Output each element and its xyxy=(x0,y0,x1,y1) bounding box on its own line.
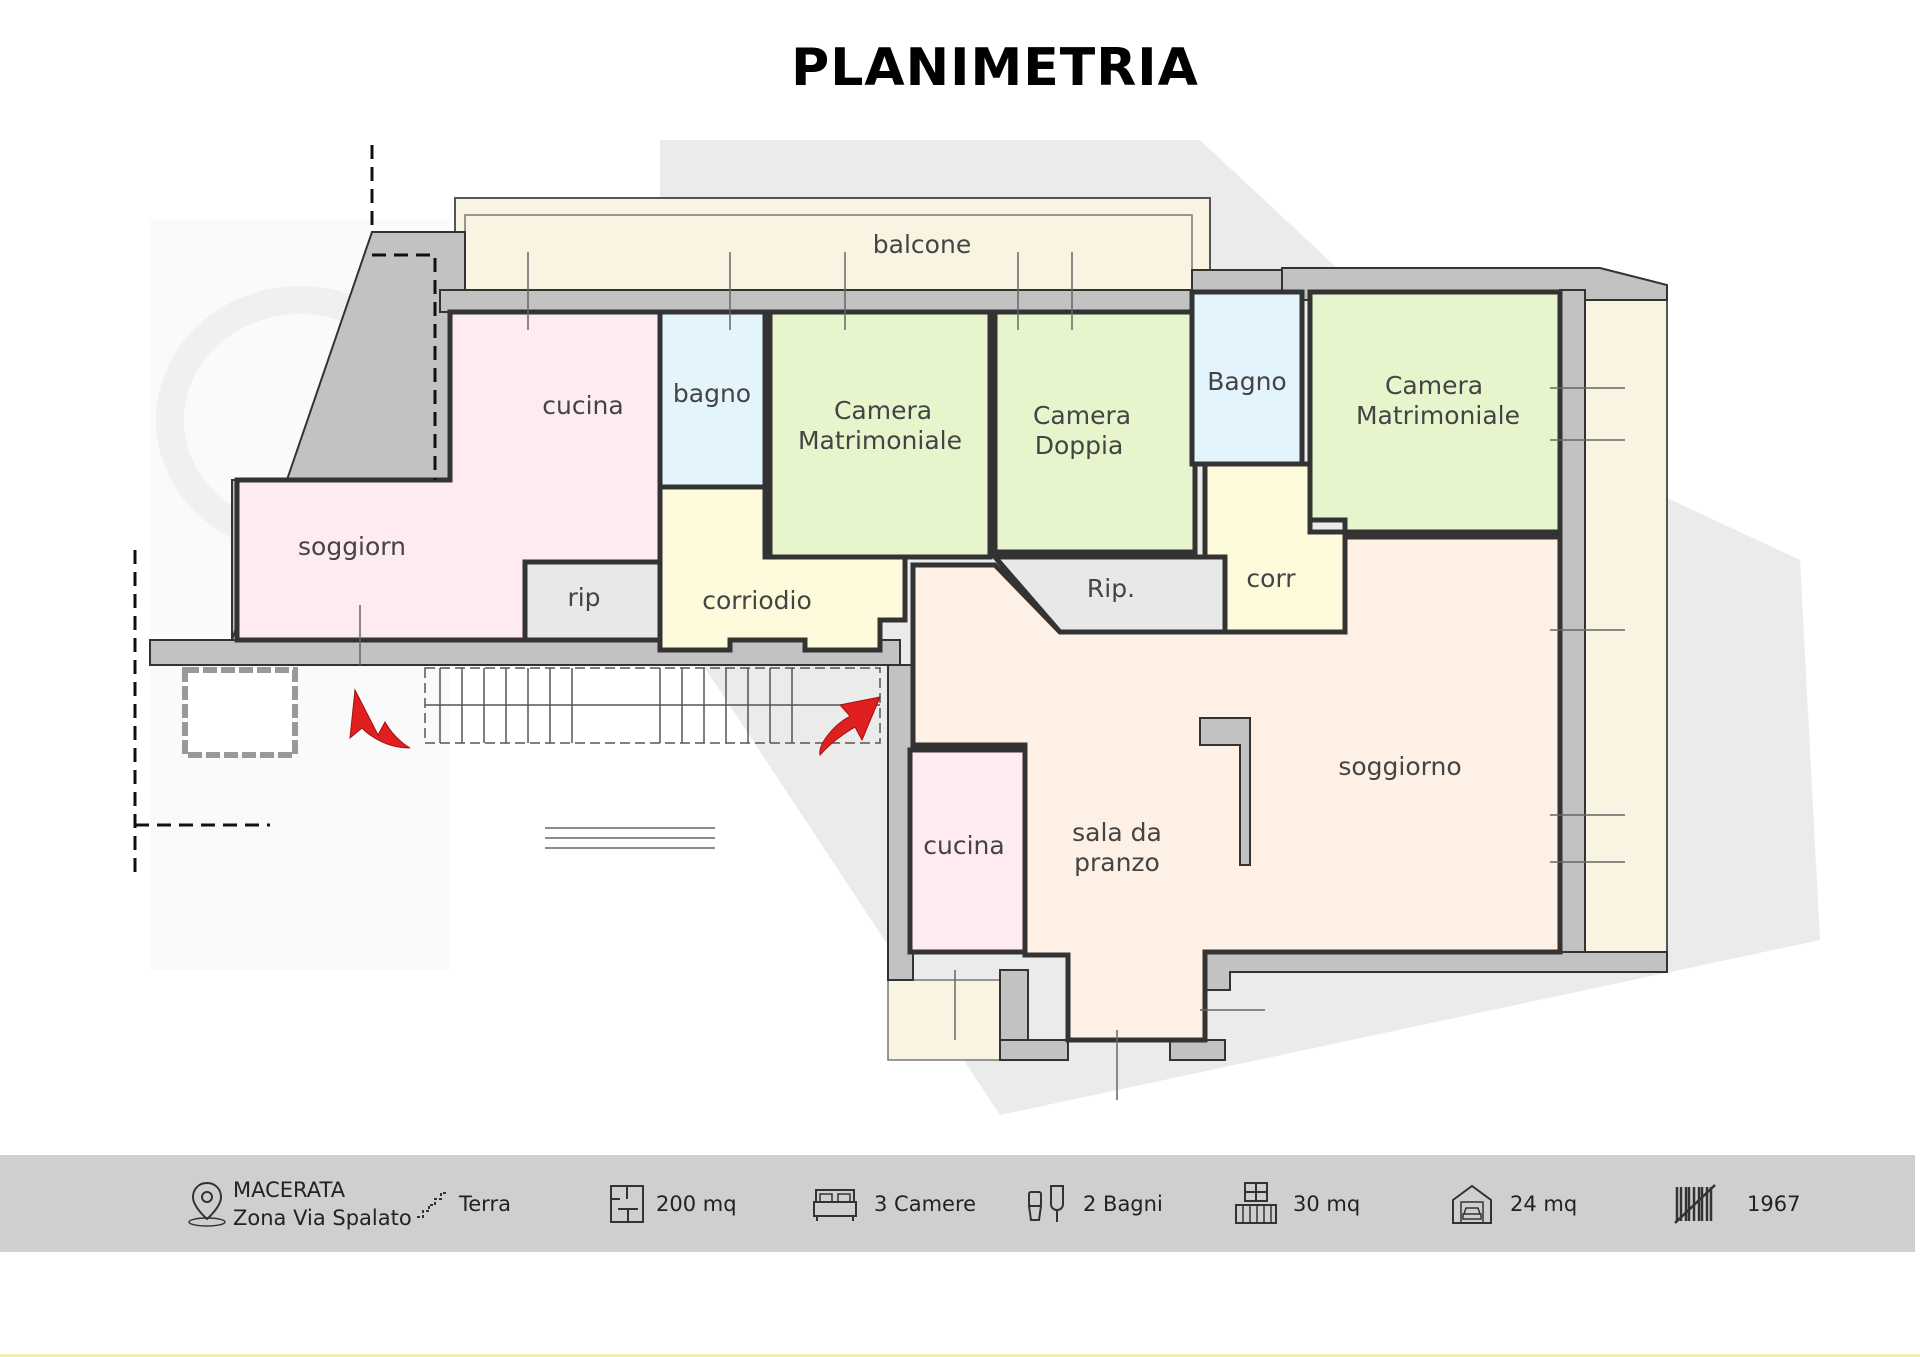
label-cucina-bottom: cucina xyxy=(923,831,1004,860)
label-soggiorn: soggiorn xyxy=(298,532,406,561)
label-camera-matrimoniale-1-line2: Matrimoniale xyxy=(798,426,962,455)
location-city: MACERATA xyxy=(233,1177,346,1202)
label-cucina-top: cucina xyxy=(542,391,623,420)
info-year: 1967 xyxy=(1673,1155,1800,1252)
location-pin-icon xyxy=(188,1181,226,1227)
info-bar: MACERATA Zona Via Spalato Terra 200 mq 3… xyxy=(0,1155,1915,1252)
room-rip xyxy=(522,559,663,643)
floor-value: Terra xyxy=(459,1191,511,1216)
label-soggiorno: soggiorno xyxy=(1338,752,1461,781)
entrance-arrow-left xyxy=(349,688,411,749)
room-camera-doppia xyxy=(992,309,1198,555)
balcone-area xyxy=(454,197,1211,294)
page-title: PLANIMETRIA xyxy=(791,38,1199,98)
label-rip-2: Rip. xyxy=(1087,574,1135,603)
label-rip: rip xyxy=(567,583,600,612)
balcony-value: 30 mq xyxy=(1293,1191,1361,1216)
year-built-icon xyxy=(1674,1183,1716,1224)
room-corridoio xyxy=(657,484,908,653)
bottom-border xyxy=(0,1354,1920,1357)
stairs-icon xyxy=(417,1191,447,1218)
garage-value: 24 mq xyxy=(1510,1191,1578,1216)
year-value: 1967 xyxy=(1747,1191,1801,1216)
label-sala-da-pranzo-line1: sala da xyxy=(1072,818,1162,847)
info-floor: Terra xyxy=(415,1155,511,1252)
label-bagno-2: Bagno xyxy=(1207,367,1286,396)
label-camera-matrimoniale-2-line1: Camera xyxy=(1385,371,1483,400)
label-camera-doppia-line2: Doppia xyxy=(1035,431,1124,460)
label-bagno: bagno xyxy=(673,379,751,408)
room-camera-matrimoniale-1 xyxy=(767,309,993,560)
bed-icon xyxy=(813,1188,857,1221)
area-value: 200 mq xyxy=(656,1191,737,1216)
info-balcony: 30 mq xyxy=(1233,1155,1360,1252)
bedrooms-value: 3 Camere xyxy=(874,1191,977,1216)
garage-icon xyxy=(1452,1184,1492,1224)
staircase xyxy=(424,667,881,744)
info-garage: 24 mq xyxy=(1450,1155,1577,1252)
balcony-icon xyxy=(1235,1181,1277,1224)
room-cucina-bottom xyxy=(907,747,1028,955)
info-location: MACERATA Zona Via Spalato xyxy=(185,1155,412,1252)
label-corr: corr xyxy=(1246,564,1296,593)
right-balcony-area xyxy=(1584,299,1668,953)
floor-plan-icon xyxy=(610,1184,644,1223)
bathroom-icon xyxy=(1027,1184,1064,1222)
info-area: 200 mq xyxy=(608,1155,737,1252)
entrance-landing xyxy=(887,979,1001,1061)
label-balcone: balcone xyxy=(873,230,971,259)
bathrooms-value: 2 Bagni xyxy=(1083,1191,1163,1216)
label-camera-doppia-line1: Camera xyxy=(1033,401,1131,430)
location-zone: Zona Via Spalato xyxy=(233,1205,412,1230)
label-sala-da-pranzo-line2: pranzo xyxy=(1074,848,1160,877)
entrance-arrow-right xyxy=(819,696,881,757)
label-camera-matrimoniale-1-line1: Camera xyxy=(834,396,932,425)
label-camera-matrimoniale-2-line2: Matrimoniale xyxy=(1356,401,1520,430)
label-corridoio: corriodio xyxy=(702,586,812,615)
floor-plan: balcone cucina bagno Camera Matrimoniale… xyxy=(133,140,1820,1115)
info-bathrooms: 2 Bagni xyxy=(1025,1155,1163,1252)
left-annex xyxy=(182,667,298,758)
info-bedrooms: 3 Camere xyxy=(812,1155,976,1252)
